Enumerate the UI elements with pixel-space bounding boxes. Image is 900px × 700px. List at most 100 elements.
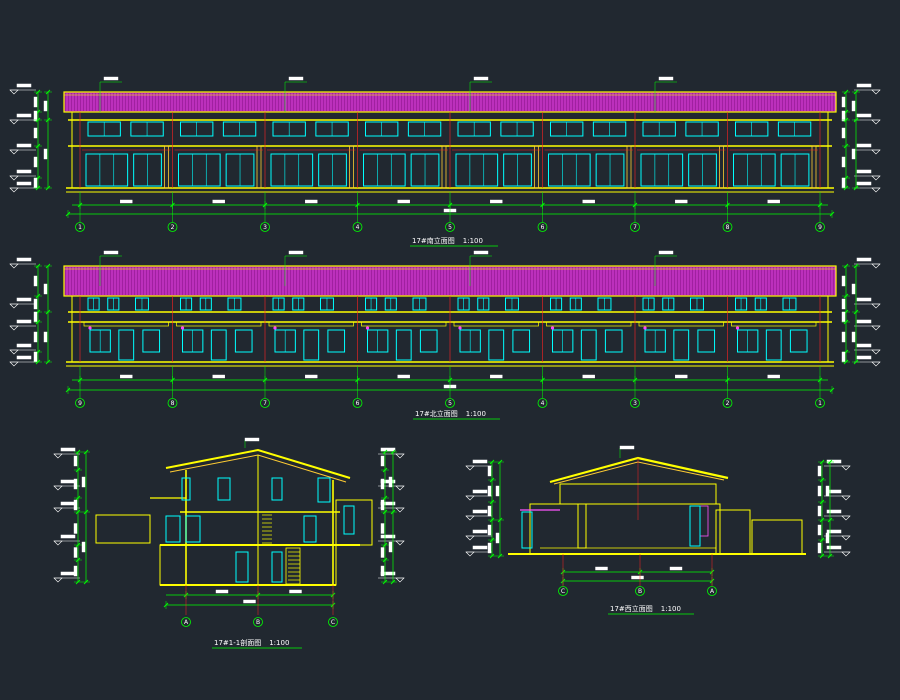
- south-body-dim-axes-val: [120, 199, 133, 204]
- south-body-dim-axes-val: [490, 199, 503, 204]
- north-body-lower-opening: [210, 329, 227, 361]
- sec-dim-axes-val: [289, 589, 302, 594]
- balcony-rail: [731, 321, 817, 327]
- north-body-leader-text: [473, 250, 489, 255]
- south-body-vdim-l-val: [33, 96, 38, 108]
- west-vdim-l-val: [487, 485, 492, 497]
- level-text: [472, 459, 488, 464]
- north-body-lower-opening: [697, 329, 716, 353]
- south-body-leader-text: [103, 76, 119, 81]
- south-elevation-geometry: [9, 76, 881, 218]
- section-axis-0-circle: [181, 617, 191, 627]
- north-body-dim-axes-val: [120, 374, 133, 379]
- south-body-leader-text: [288, 76, 304, 81]
- level-text: [380, 447, 396, 452]
- sec-left-level-3: [53, 534, 80, 546]
- section-door: [271, 551, 283, 583]
- north-axes-8-label: 1: [818, 400, 822, 407]
- balcony-rail: [176, 321, 262, 327]
- west-axis-1-circle: [635, 586, 645, 596]
- north-body-dim-axes-val: [582, 374, 595, 379]
- south-axes-7-circle: [722, 222, 733, 232]
- north-body-lower-opening: [142, 329, 161, 353]
- north-body-lower-opening: [118, 329, 135, 361]
- south-axes-5-label: 6: [541, 224, 545, 231]
- balcony-rail: [453, 321, 539, 327]
- north-axes-6-circle: [630, 398, 640, 408]
- sec-vdim-l2-val: [81, 541, 86, 553]
- south-body-vdim-r-val: [841, 127, 846, 139]
- sec-vdim-l-val: [73, 499, 78, 511]
- pilaster: [164, 145, 169, 189]
- west-vdim-r-val: [817, 485, 822, 497]
- south-body-dim-axes-val: [582, 199, 595, 204]
- level-text: [826, 529, 842, 534]
- balcony-rail: [546, 321, 632, 327]
- north-elevation-geometry: [9, 250, 881, 394]
- west-left-level-2: [465, 509, 492, 521]
- north-axes-4-label: 5: [448, 400, 452, 407]
- section-window: [165, 515, 181, 543]
- north-body-lower-opening: [580, 329, 597, 361]
- north-body-lower-opening: [512, 329, 531, 353]
- west-dim-axes-val: [669, 566, 683, 571]
- level-text: [60, 534, 76, 539]
- north-body-dim-axes-val: [675, 374, 688, 379]
- stair-block: [285, 547, 301, 585]
- south-axes-3-label: 4: [356, 224, 360, 231]
- sec-vdim-r2-val: [388, 541, 393, 553]
- north-body-right-level-2: [854, 319, 881, 331]
- north-body-vdim-r-val: [841, 275, 846, 287]
- south-body-lower-opening: [733, 153, 776, 187]
- level-text: [16, 143, 32, 148]
- south-body-left-level-3: [9, 169, 36, 181]
- west-dim-total-val: [631, 575, 644, 580]
- south-axes-8-circle: [815, 222, 825, 232]
- south-body-left-level-4: [9, 181, 36, 193]
- level-text: [472, 509, 488, 514]
- west-left-level-0: [465, 459, 492, 471]
- level-text: [60, 501, 76, 506]
- sec-dim-axes-val: [215, 589, 229, 594]
- west-vdim-l-val: [487, 505, 492, 517]
- section-door: [303, 515, 317, 543]
- section-axis-2-label: C: [331, 619, 335, 626]
- section-window: [217, 477, 231, 501]
- west-vdim-l-val: [487, 542, 492, 554]
- west-axis-2-label: A: [710, 588, 715, 595]
- level-text: [472, 489, 488, 494]
- north-axes-7-label: 2: [726, 400, 730, 407]
- light-fixture: [643, 326, 647, 330]
- north-axes-2-circle: [260, 398, 270, 408]
- west-left-level-1: [465, 489, 492, 501]
- north-body-lower-opening: [765, 329, 782, 361]
- section-annex-left: [95, 514, 151, 544]
- south-body-vdim-r-val: [841, 156, 846, 168]
- light-fixture: [735, 326, 740, 330]
- level-text: [856, 181, 872, 186]
- balcony-rail: [268, 321, 354, 327]
- level-text: [856, 257, 872, 262]
- south-axes-2-circle: [260, 222, 270, 232]
- light-fixture: [458, 326, 462, 330]
- south-body-lower-opening: [85, 153, 129, 187]
- west-vdim-l-val: [487, 524, 492, 536]
- west-dim-axes-val: [595, 566, 608, 571]
- level-text: [60, 571, 76, 576]
- sec-left-level-0: [53, 447, 80, 459]
- south-body-vdim-l-val: [33, 110, 38, 122]
- north-axes-3-label: 6: [356, 400, 360, 407]
- level-text: [856, 319, 872, 324]
- west-axis-2-circle: [707, 586, 717, 596]
- level-text: [856, 83, 872, 88]
- south-body-dim-axes-val: [675, 199, 688, 204]
- sec-vdim-l-val: [73, 455, 78, 467]
